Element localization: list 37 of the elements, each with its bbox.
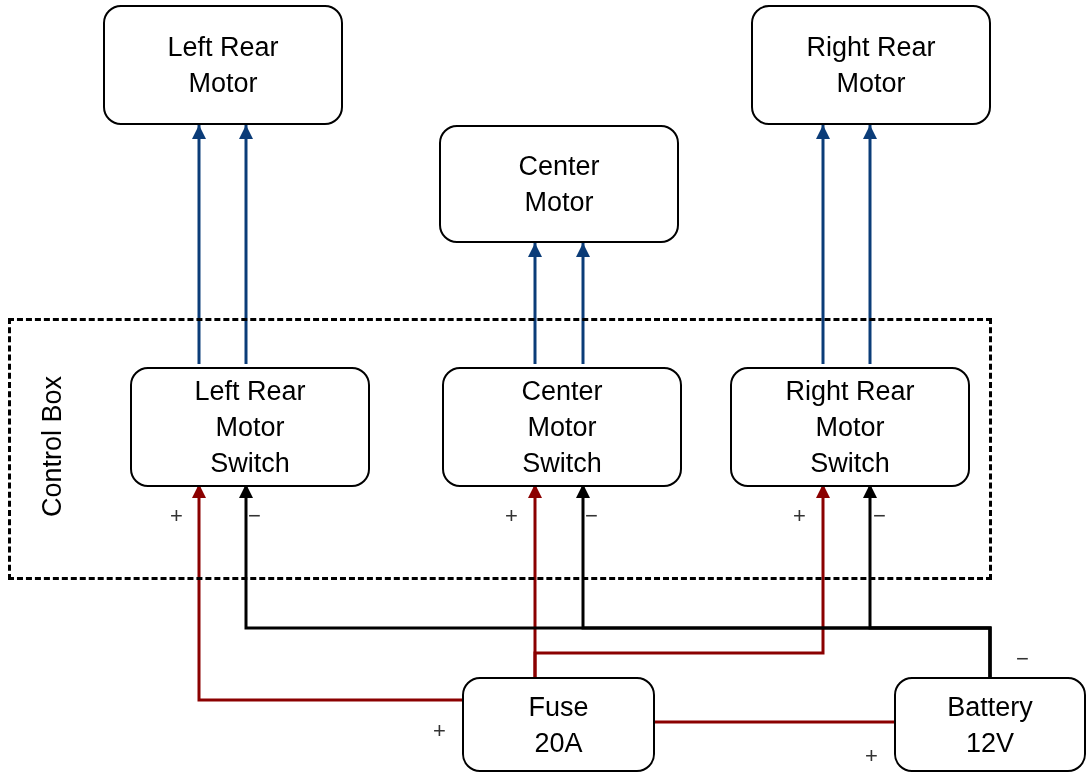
dashed-group-border [8,318,992,580]
wire [655,720,894,724]
component-box [103,5,343,125]
polarity-sign: + [865,743,878,769]
component-label: Fuse 20A [527,690,590,760]
polarity-sign: + [505,503,518,529]
component-box [751,5,991,125]
component-label: Center Motor [517,150,601,219]
component-box [439,125,679,243]
component-box [894,677,1086,772]
arrow [528,243,542,364]
arrow [239,125,253,364]
polarity-sign: − [873,503,886,529]
polarity-sign: − [585,503,598,529]
component-label: Battery 12V [946,690,1034,760]
component-label: Center Motor Switch [520,375,604,480]
component-box [462,677,655,772]
arrow [533,484,830,677]
arrow [192,125,206,364]
component-box [730,367,970,487]
component-box [442,367,682,487]
polarity-sign: + [170,503,183,529]
component-label: Left Rear Motor [166,31,280,100]
component-box [130,367,370,487]
arrow [576,243,590,364]
polarity-sign: − [248,503,261,529]
polarity-sign: − [1016,646,1029,672]
polarity-sign: + [793,503,806,529]
arrow [192,484,462,702]
group-label: Control Box [38,374,66,520]
component-label: Right Rear Motor [805,31,937,100]
arrow [816,125,830,364]
arrow [863,484,992,677]
component-label: Left Rear Motor Switch [193,375,307,480]
arrow [863,125,877,364]
component-label: Right Rear Motor Switch [784,375,916,480]
polarity-sign: + [433,718,446,744]
